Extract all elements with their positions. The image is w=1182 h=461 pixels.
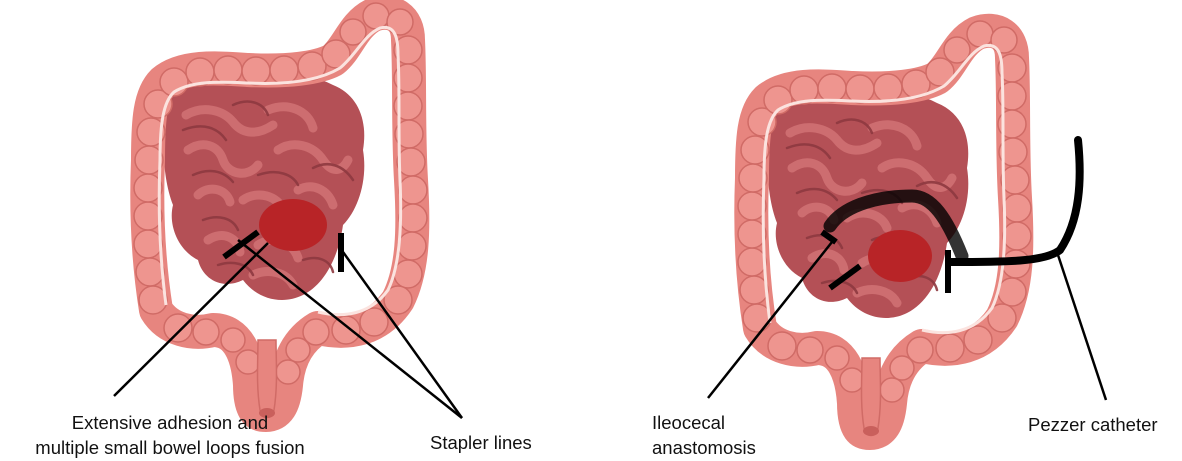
intestine-right <box>738 21 1031 436</box>
catheter-label: Pezzer catheter <box>1028 412 1158 437</box>
adhesion-label-line-1: Extensive adhesion and <box>6 410 334 435</box>
adhesion-mass <box>259 199 327 251</box>
stapler-label-text: Stapler lines <box>430 430 532 455</box>
anastomosis-label-line-1: Ileocecal <box>652 410 756 435</box>
anastomosis-label: Ileocecal anastomosis <box>652 410 756 460</box>
anastomosis-label-line-2: anastomosis <box>652 435 756 460</box>
adhesion-label: Extensive adhesion and multiple small bo… <box>6 410 334 460</box>
catheter-label-text: Pezzer catheter <box>1028 412 1158 437</box>
catheter-leader <box>1058 255 1106 400</box>
stapler-label: Stapler lines <box>430 430 532 455</box>
resected-mass <box>868 230 932 282</box>
adhesion-label-line-2: multiple small bowel loops fusion <box>6 435 334 460</box>
